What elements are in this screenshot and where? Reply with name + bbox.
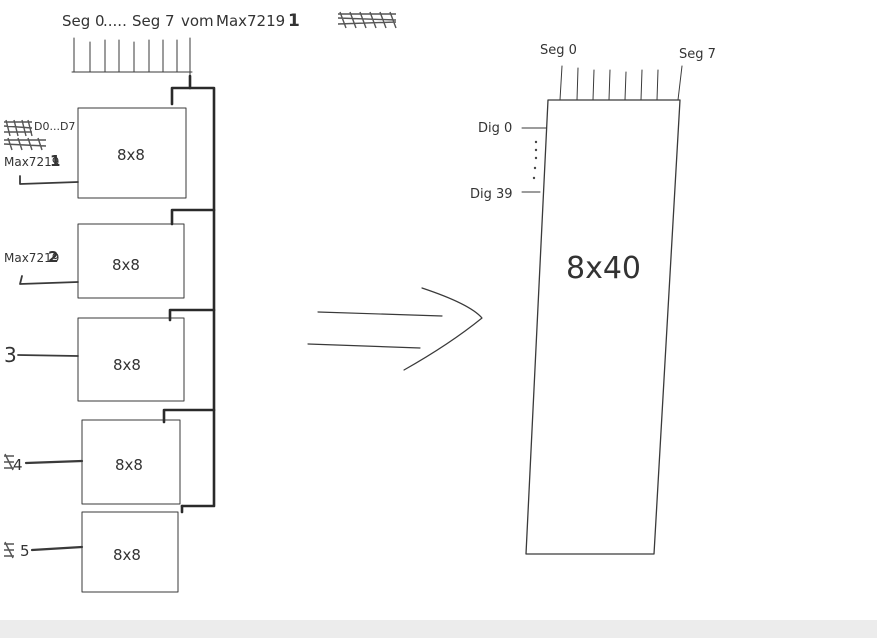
header-seg-first: Seg 0: [62, 12, 105, 30]
header-from: vom: [181, 12, 214, 30]
big-module-box: [525, 99, 681, 555]
scribble-side-4: [4, 453, 14, 471]
right-segment-leads: [559, 65, 683, 101]
scribble-side-5: [4, 541, 14, 559]
lead-module-5: [30, 545, 84, 552]
lead-module-4: [24, 459, 84, 465]
header-chip-number: 1: [288, 11, 300, 31]
scribble-crossout-top: [337, 11, 397, 29]
side-label-4: 4: [13, 456, 23, 474]
module-label-2: 8x8: [112, 256, 140, 274]
side-number-2: 2: [48, 248, 58, 266]
module-box-2: [77, 223, 185, 299]
scan-edge-strip: [0, 620, 877, 638]
module-box-5: [81, 511, 179, 593]
module-label-4: 8x8: [115, 456, 143, 474]
module-label-3: 8x8: [113, 356, 141, 374]
side-label-2: Max7219: [4, 251, 59, 265]
module-label-5: 8x8: [113, 546, 141, 564]
lead-module-1: [19, 175, 79, 185]
lead-module-3: [17, 354, 79, 357]
module-box-1: [77, 107, 187, 199]
header-chip: Max7219: [216, 12, 285, 30]
big-module-label: 8x40: [566, 251, 641, 286]
header-seg-last: Seg 7: [132, 12, 175, 30]
side-label-3: 3: [4, 343, 17, 367]
right-seg-last: Seg 7: [679, 47, 716, 62]
scribble-left-second: [3, 137, 47, 151]
module-box-3: [77, 317, 185, 402]
dig-first-label: Dig 0: [478, 121, 512, 136]
transform-arrow: [307, 287, 483, 371]
lead-module-2: [19, 275, 79, 285]
left-segment-leads: [71, 37, 193, 77]
segment-bus: [162, 74, 216, 514]
scribble-left-top: [3, 119, 33, 137]
dig-ellipsis: [532, 140, 538, 180]
side-label-1: Max7219: [4, 155, 59, 169]
side-label-5: 5: [20, 542, 30, 560]
side-number-1: 1: [50, 152, 60, 170]
header-dots: .....: [103, 12, 127, 30]
label-d0-d7: D0...D7: [34, 120, 75, 133]
right-seg-first: Seg 0: [540, 43, 577, 58]
module-label-1: 8x8: [117, 146, 145, 164]
dig-last-label: Dig 39: [470, 187, 513, 202]
